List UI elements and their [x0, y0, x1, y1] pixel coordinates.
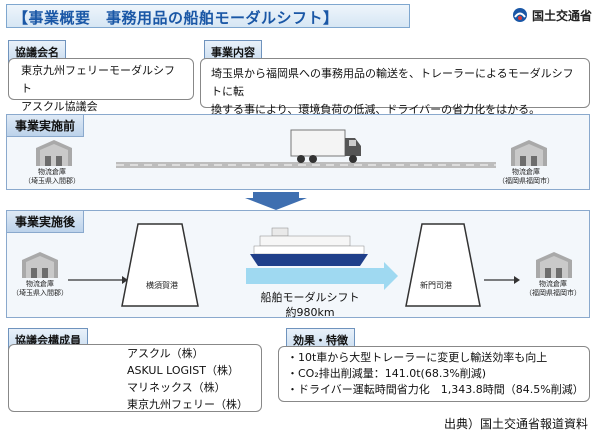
warehouse-icon	[22, 252, 58, 278]
page-title: 【事業概要 事務用品の船舶モーダルシフト】	[13, 9, 339, 27]
warehouse-icon	[536, 252, 572, 278]
port-yokosuka-label: 横須賀港	[146, 281, 178, 290]
source-note: 出典）国土交通省報道資料	[443, 417, 588, 431]
effect-item: ・10t車から大型トレーラーに変更し輸送効率も向上	[287, 351, 548, 364]
ferry-icon	[250, 227, 368, 266]
port-yokosuka-shape	[121, 223, 199, 307]
before-diagram	[36, 129, 547, 168]
before-label: 事業実施前	[7, 115, 85, 137]
council-line-1: 東京九州フェリーモーダルシフト	[21, 64, 175, 95]
sea-route-arrow	[246, 262, 398, 290]
business-line-1: 埼玉県から福岡県への事務用品の輸送を、トレーラーによるモーダルシフトに転	[211, 67, 574, 98]
business-box: 埼玉県から福岡県への事務用品の輸送を、トレーラーによるモーダルシフトに転 換する…	[200, 58, 590, 116]
before-destination-label: 物流倉庫 （福岡県福岡市）	[498, 168, 554, 185]
port-shinmoji-shape	[405, 223, 481, 307]
mlit-logo-icon	[512, 8, 527, 22]
after-origin-label: 物流倉庫 （埼玉県入間郡）	[12, 280, 68, 297]
member-item: マリネックス（株）	[127, 381, 226, 394]
effects-box: ・10t車から大型トレーラーに変更し輸送効率も向上 ・CO₂排出削減量：141.…	[278, 346, 590, 402]
warehouse-icon	[36, 140, 72, 166]
effect-item: ・ドライバー運転時間省力化 1,343.8時間（84.5%削減）	[287, 383, 584, 396]
member-item: ASKUL LOGIST（株）	[127, 364, 239, 377]
effect-item: ・CO₂排出削減量：141.0t(68.3%削減)	[287, 367, 487, 380]
port-shinmoji-label: 新門司港	[420, 281, 452, 290]
business-line-2: 換する事により、環境負荷の低減、ドライバーの省力化をはかる。	[211, 103, 541, 116]
route-label: 船舶モーダルシフト 約980km	[260, 291, 360, 319]
truck-icon	[290, 129, 361, 163]
after-label: 事業実施後	[7, 211, 85, 233]
member-item: アスクル（株）	[127, 347, 204, 360]
down-arrow-icon	[245, 192, 307, 210]
title-banner: 【事業概要 事務用品の船舶モーダルシフト】	[6, 4, 410, 28]
member-item: 東京九州フェリー（株）	[127, 398, 248, 411]
organization: 国土交通省	[512, 6, 592, 24]
after-destination-label: 物流倉庫 （福岡県福岡市）	[525, 280, 581, 297]
council-box: 東京九州フェリーモーダルシフト アスクル協議会	[8, 58, 194, 113]
before-origin-label: 物流倉庫 （埼玉県入間郡）	[24, 168, 80, 185]
before-section: 事業実施前	[6, 114, 590, 190]
warehouse-icon	[511, 140, 547, 166]
council-line-2: アスクル協議会	[21, 100, 98, 113]
organization-name: 国土交通省	[531, 8, 592, 23]
members-box: アスクル（株） ASKUL LOGIST（株） マリネックス（株） 東京九州フェ…	[8, 344, 262, 412]
after-diagram	[22, 223, 572, 307]
